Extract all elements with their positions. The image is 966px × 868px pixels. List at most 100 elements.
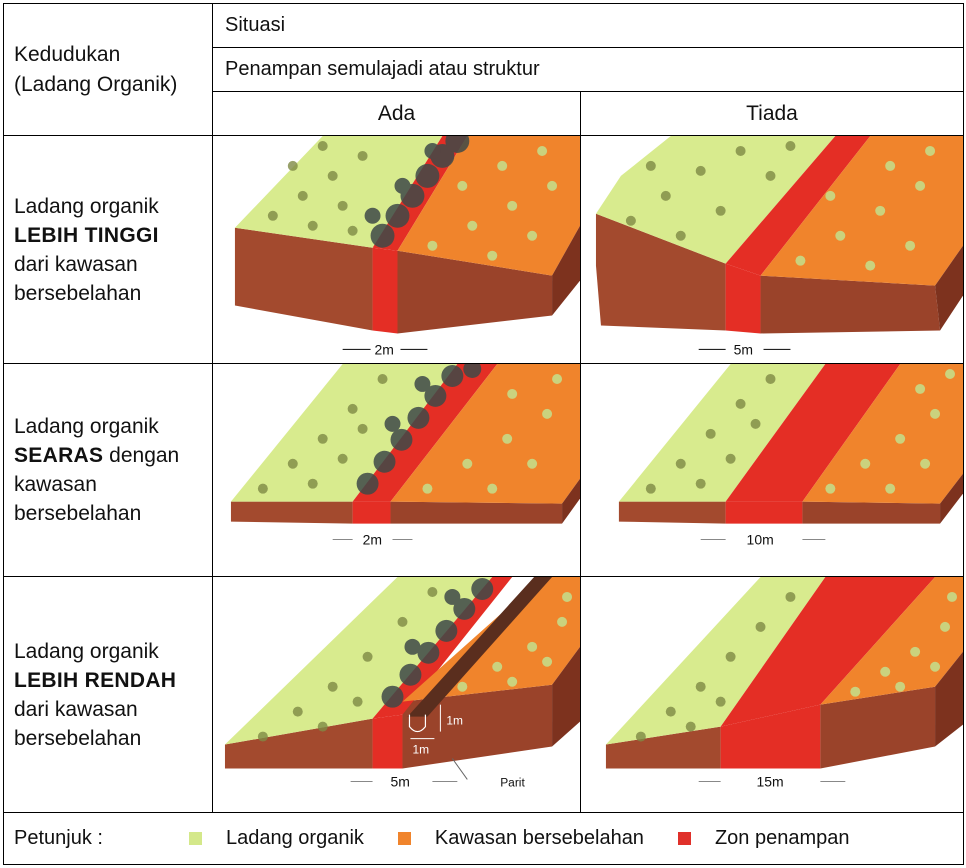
- legend-swatch-organic: [189, 832, 202, 846]
- buffer-width-label: 10m: [747, 532, 774, 548]
- row-label-line: bersebelahan: [14, 281, 142, 305]
- column-head-ada: Ada: [212, 91, 581, 136]
- crop-plants-adjacent: [427, 145, 558, 261]
- ditch-outline: [408, 714, 427, 733]
- crop-plants-adjacent: [825, 369, 956, 495]
- row-label-line: dari kawasan: [14, 697, 138, 721]
- buffer-zone-front: [725, 263, 761, 334]
- row-label-line: bersebelahan: [14, 726, 142, 750]
- legend-label: Petunjuk :: [14, 827, 103, 850]
- buffer-zone-top: [725, 364, 900, 503]
- soil-front: [618, 502, 726, 524]
- adjacent-soil-front: [402, 684, 553, 769]
- header-kedudukan: Kedudukan: [14, 42, 121, 66]
- ditch-depth-label: 1m: [446, 713, 463, 727]
- soil-front: [605, 726, 721, 769]
- diagram-level-with-buffer: 2m: [212, 363, 581, 577]
- diagram-lower-with-buffer: 1m 1m Parit 5m: [212, 575, 581, 814]
- row-label-lower: Ladang organik LEBIH RENDAH dari kawasan…: [3, 575, 213, 814]
- row-label-line: kawasan: [14, 473, 97, 497]
- diagram-lower-without-buffer: 15m: [580, 575, 964, 814]
- soil-side: [562, 479, 580, 524]
- diagram-svg: 1m 1m Parit 5m: [224, 577, 580, 789]
- row-label-bold: LEBIH RENDAH: [14, 668, 177, 692]
- organic-field-top: [224, 577, 492, 745]
- soil-side: [940, 474, 963, 524]
- legend: Petunjuk : Ladang organik Kawasan berseb…: [4, 813, 963, 864]
- row-label-line: Ladang organik: [14, 194, 159, 218]
- soil-side: [935, 246, 963, 331]
- legend-item-label: Ladang organik: [226, 827, 364, 850]
- soil-front: [595, 213, 726, 331]
- organic-field-top: [618, 364, 825, 503]
- buffer-zone-front: [720, 704, 821, 769]
- buffer-zone-front: [725, 502, 803, 524]
- crop-plants-organic: [257, 586, 438, 742]
- organic-field-top: [605, 577, 826, 745]
- diagram-svg: 5m: [595, 136, 963, 357]
- legend-item-label: Zon penampan: [714, 827, 850, 850]
- adjacent-field-top: [390, 364, 580, 505]
- crop-plants-organic: [645, 374, 776, 495]
- legend-item-adjacent: Kawasan bersebelahan: [397, 827, 644, 850]
- row-label-after-bold: dengan: [103, 444, 180, 468]
- diagram-svg: 15m: [605, 577, 963, 789]
- buffer-width-label: 5m: [734, 341, 753, 357]
- crop-plants-adjacent: [795, 145, 936, 271]
- diagram-svg: 2m: [230, 364, 580, 548]
- buffer-width-label: 15m: [757, 773, 784, 789]
- legend-row: Petunjuk : Ladang organik Kawasan berseb…: [3, 812, 964, 866]
- legend-swatch-adjacent: [397, 832, 411, 846]
- adjacent-soil-front: [802, 502, 941, 524]
- crop-plants-organic: [257, 374, 388, 495]
- tree-row: [356, 364, 482, 496]
- row-label-higher: Ladang organik LEBIH TINGGI dari kawasan…: [3, 134, 213, 365]
- buffer-zone-top: [725, 136, 870, 276]
- organic-field-top: [595, 136, 835, 264]
- header-situasi: Situasi: [212, 3, 964, 48]
- buffer-zone-front: [372, 247, 398, 334]
- diagram-higher-without-buffer: 5m: [580, 134, 964, 365]
- soil-side: [552, 647, 580, 747]
- diagram-level-without-buffer: 10m: [580, 363, 964, 577]
- soil-side: [935, 652, 963, 747]
- diagram-svg: 10m: [618, 364, 963, 548]
- tree-row: [381, 577, 494, 708]
- soil-front: [224, 718, 373, 769]
- row-label-level: Ladang organik SEARAS dengan kawasan ber…: [3, 363, 213, 577]
- organic-field-top: [234, 136, 443, 248]
- adjacent-soil-front: [760, 275, 941, 334]
- crop-plants-adjacent: [850, 591, 958, 697]
- ditch-width-label: 1m: [412, 742, 429, 756]
- crop-plants-adjacent: [422, 374, 563, 495]
- adjacent-field-top: [802, 364, 963, 505]
- ditch-dimension-marker: [410, 704, 441, 739]
- crop-plants-organic: [267, 140, 368, 236]
- buffer-zone-top: [720, 577, 935, 727]
- header-position-cell: Kedudukan (Ladang Organik): [3, 3, 213, 136]
- buffer-zone-front: [352, 502, 391, 524]
- soil-front: [234, 227, 373, 331]
- header-ladang-organik: (Ladang Organik): [14, 72, 178, 96]
- buffer-width-label: 2m: [363, 532, 382, 548]
- adjacent-soil-front: [820, 686, 936, 769]
- adjacent-soil-front: [390, 502, 563, 524]
- legend-item-label: Kawasan bersebelahan: [434, 827, 644, 850]
- organic-field-top: [230, 364, 457, 503]
- buffer-zone-table: Kedudukan (Ladang Organik) Situasi Penam…: [3, 3, 964, 866]
- row-label-line: Ladang organik: [14, 639, 159, 663]
- buffer-width-label: 2m: [375, 341, 394, 357]
- adjacent-field-top: [820, 577, 963, 705]
- buffer-width-label: 5m: [391, 773, 410, 789]
- legend-swatch-buffer: [677, 832, 691, 846]
- buffer-zone-front: [372, 714, 403, 769]
- column-head-tiada: Tiada: [580, 91, 964, 136]
- adjacent-soil-front: [397, 250, 553, 334]
- tree-row: [364, 136, 470, 248]
- ditch-label: Parit: [500, 775, 525, 789]
- row-label-line: SEARAS dengan: [14, 441, 212, 470]
- diagram-svg: 2m: [234, 136, 580, 357]
- ditch-channel: [407, 577, 552, 717]
- row-label-line: dari kawasan: [14, 252, 138, 276]
- soil-front: [230, 502, 353, 524]
